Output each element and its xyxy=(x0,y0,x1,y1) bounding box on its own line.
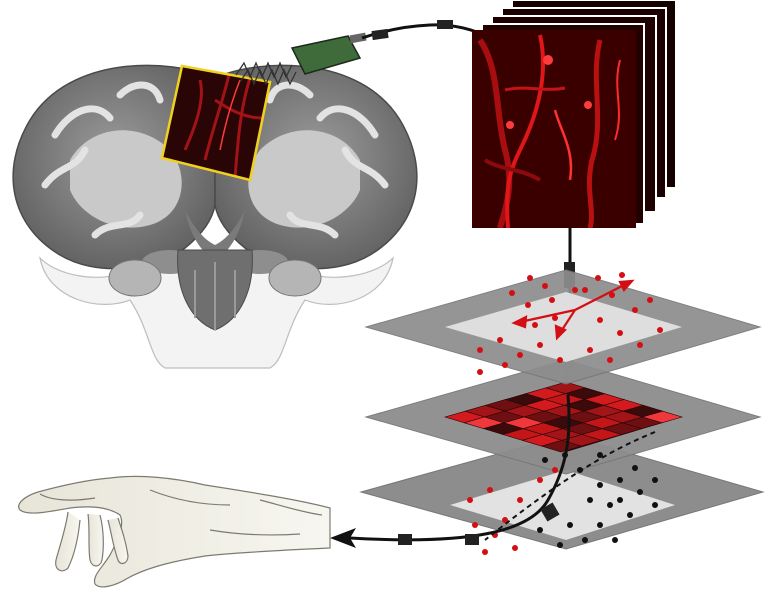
scatter-point-black xyxy=(617,477,623,483)
microscope-probe xyxy=(235,20,491,86)
scatter-point-black xyxy=(612,537,618,543)
scatter-point-red xyxy=(595,275,601,281)
scatter-point-red xyxy=(552,315,558,321)
scatter-point-red xyxy=(527,275,533,281)
scatter-point-red xyxy=(572,287,578,293)
scatter-point-red xyxy=(647,297,653,303)
scatter-point-black xyxy=(627,512,633,518)
scatter-point-black xyxy=(567,522,573,528)
scatter-point-red xyxy=(497,337,503,343)
brain-coronal-section xyxy=(12,64,418,369)
scatter-point-red xyxy=(537,477,543,483)
hand xyxy=(18,475,331,588)
scatter-point-black xyxy=(652,477,658,483)
scatter-point-red xyxy=(477,369,483,375)
scatter-point-red xyxy=(549,297,555,303)
scatter-point-black xyxy=(557,542,563,548)
scatter-point-black xyxy=(597,522,603,528)
scatter-point-black xyxy=(617,497,623,503)
scatter-point-red xyxy=(632,307,638,313)
scatter-point-black xyxy=(597,482,603,488)
decision-boundary xyxy=(484,431,656,541)
fluorescence-image-stack xyxy=(472,0,677,228)
scatter-point-red xyxy=(509,290,515,296)
scatter-point-red xyxy=(537,342,543,348)
scatter-point-red xyxy=(517,497,523,503)
layer-middle xyxy=(364,359,762,475)
scatter-point-red xyxy=(525,302,531,308)
scatter-point-red xyxy=(657,327,663,333)
imaging-window xyxy=(160,64,272,182)
scatter-point-black xyxy=(607,502,613,508)
decoder-layer-stack xyxy=(359,269,765,555)
heatmap-cell xyxy=(540,440,583,453)
scatter-point-black xyxy=(537,527,543,533)
scatter-point-red xyxy=(597,317,603,323)
scatter-point-red xyxy=(512,545,518,551)
scatter-point-red xyxy=(587,347,593,353)
scatter-point-red xyxy=(637,342,643,348)
scatter-point-red xyxy=(582,287,588,293)
scatter-point-red xyxy=(532,322,538,328)
scatter-point-red xyxy=(502,517,508,523)
scatter-point-red xyxy=(542,283,548,289)
scatter-point-red xyxy=(477,347,483,353)
scatter-point-black xyxy=(652,502,658,508)
scatter-point-black xyxy=(632,465,638,471)
scatter-point-red xyxy=(482,549,488,555)
scatter-point-red xyxy=(619,272,625,278)
scatter-point-red xyxy=(517,352,523,358)
output-cable xyxy=(330,394,571,548)
scatter-point-red xyxy=(607,357,613,363)
scatter-point-red xyxy=(472,522,478,528)
scatter-bottom-layer xyxy=(467,452,658,555)
scatter-top-layer xyxy=(477,272,663,375)
scatter-point-red xyxy=(502,362,508,368)
scatter-point-red xyxy=(467,497,473,503)
scatter-point-red xyxy=(557,357,563,363)
scatter-point-red xyxy=(609,292,615,298)
scatter-point-red xyxy=(617,330,623,336)
scatter-point-black xyxy=(582,537,588,543)
scatter-point-red xyxy=(487,487,493,493)
direction-arrows xyxy=(511,279,635,341)
scatter-point-black xyxy=(597,452,603,458)
scatter-point-red xyxy=(552,467,558,473)
scatter-point-black xyxy=(637,489,643,495)
scatter-point-black xyxy=(542,457,548,463)
scatter-point-black xyxy=(587,497,593,503)
